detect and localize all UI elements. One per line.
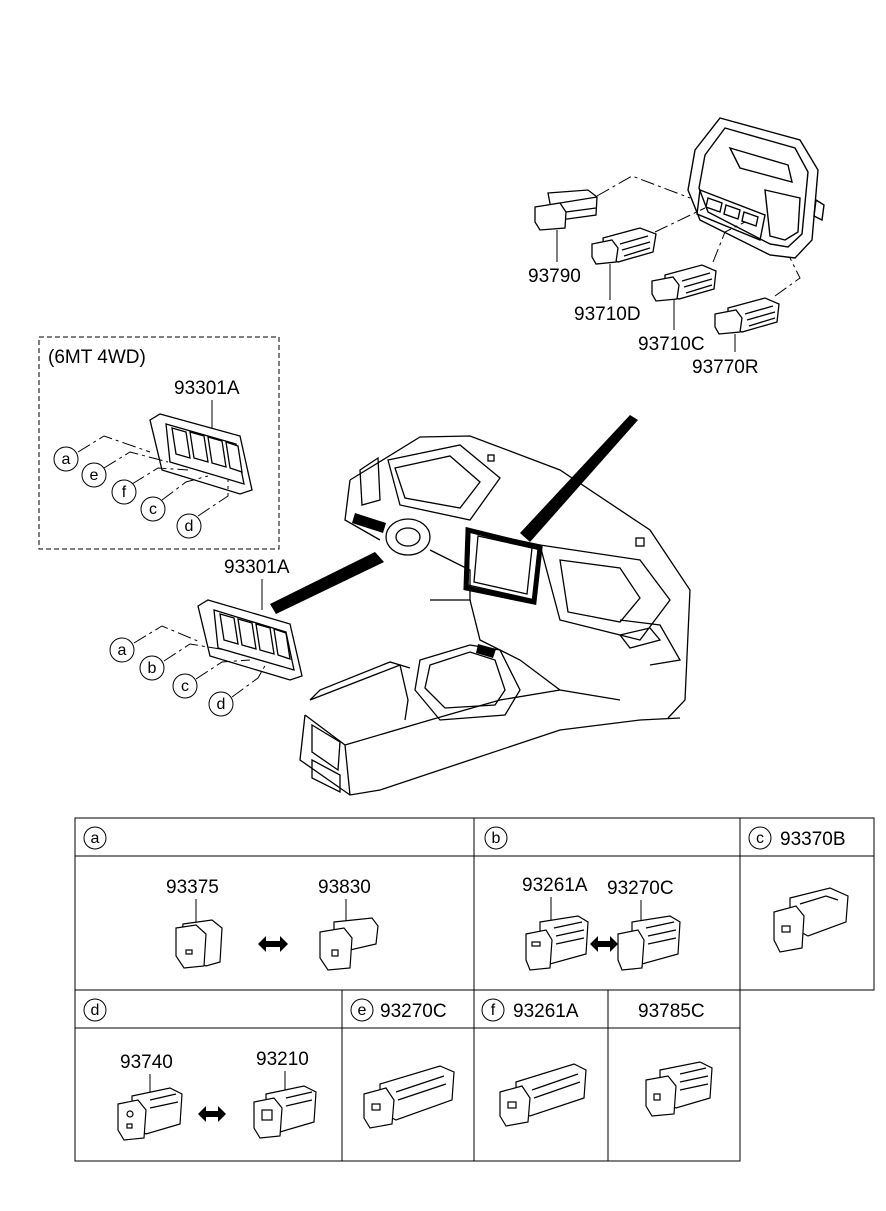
cell-b-left-switch — [525, 915, 589, 971]
main-callout-a: a — [109, 637, 135, 663]
main-part-label: 93301A — [224, 557, 290, 578]
cell-g-switch — [645, 1061, 713, 1117]
cell-e-switch — [363, 1065, 455, 1129]
variant-leader-lines — [77, 435, 229, 517]
variant-callout-f: f — [111, 479, 137, 505]
pointer-wedge-left — [270, 552, 384, 614]
pointer-wedge-right — [520, 415, 638, 542]
variant-box-frame — [38, 336, 280, 550]
cell-d-left-part: 93740 — [120, 1052, 173, 1073]
cell-a-right-part: 93830 — [318, 877, 371, 898]
cell-f-callout: f — [481, 998, 505, 1022]
cell-e-part: 93270C — [380, 1001, 447, 1022]
cell-a-right-switch — [319, 917, 379, 971]
svg-text:c: c — [149, 501, 157, 518]
main-leader-lines — [133, 625, 267, 698]
svg-text:f: f — [491, 1002, 496, 1019]
main-switch-panel-drawing — [197, 599, 303, 681]
variant-switch-panel-drawing — [149, 413, 253, 495]
cell-g-part: 93785C — [638, 1001, 705, 1022]
cell-c-switch — [773, 887, 849, 953]
variant-callout-e: e — [81, 462, 107, 488]
callout-lines-top — [556, 230, 736, 352]
fascia-highlight — [463, 526, 543, 606]
part-label-93710d: 93710D — [574, 304, 641, 325]
variant-part-label: 93301A — [174, 378, 240, 399]
cell-b-callout: b — [484, 826, 508, 850]
cell-b-swap-arrow — [590, 936, 618, 952]
variant-callout-d: d — [176, 513, 202, 539]
switch-93710d-drawing — [591, 227, 657, 265]
switch-93710c-drawing — [651, 264, 717, 302]
cell-a-swap-arrow — [258, 936, 288, 952]
cell-f-part: 93261A — [513, 1001, 579, 1022]
cell-d-callout: d — [83, 998, 107, 1022]
main-callout-c: c — [172, 673, 198, 699]
part-label-93710c: 93710C — [638, 334, 705, 355]
switch-93770r-drawing — [714, 297, 780, 335]
svg-text:e: e — [90, 467, 99, 484]
cell-f-switch — [499, 1063, 587, 1127]
svg-text:d: d — [185, 518, 194, 535]
svg-text:d: d — [91, 1002, 100, 1019]
part-label-93770r: 93770R — [692, 357, 759, 378]
cell-d-right-switch — [253, 1085, 317, 1139]
cell-b-right-switch — [617, 915, 681, 971]
parts-table-grid — [74, 817, 875, 1162]
dashboard-highlight — [352, 513, 496, 658]
svg-text:c: c — [181, 678, 189, 695]
svg-text:a: a — [62, 451, 71, 468]
svg-text:e: e — [358, 1002, 367, 1019]
cell-a-callout: a — [83, 826, 107, 850]
variant-callout-a: a — [53, 446, 79, 472]
leader-lines-top — [596, 175, 801, 297]
variant-box-title: (6MT 4WD) — [48, 347, 146, 368]
cell-d-right-part: 93210 — [256, 1049, 309, 1070]
main-callout-d: d — [208, 691, 234, 717]
svg-text:c: c — [756, 830, 764, 847]
svg-text:b: b — [492, 830, 501, 847]
center-fascia-drawing — [687, 117, 825, 259]
cell-c-callout: c — [748, 826, 772, 850]
cell-c-part: 93370B — [780, 829, 846, 850]
svg-text:a: a — [118, 642, 127, 659]
svg-text:a: a — [91, 830, 100, 847]
variant-callout-c: c — [140, 496, 166, 522]
cell-d-swap-arrow — [198, 1106, 226, 1122]
svg-text:b: b — [148, 660, 157, 677]
part-label-93790: 93790 — [528, 266, 581, 287]
cell-b-left-part: 93261A — [522, 875, 588, 896]
cell-d-left-switch — [117, 1087, 183, 1141]
cell-e-callout: e — [350, 998, 374, 1022]
svg-text:d: d — [217, 696, 226, 713]
switch-93790-drawing — [534, 189, 598, 231]
main-callout-b: b — [139, 655, 165, 681]
svg-text:f: f — [122, 484, 127, 501]
cell-a-left-part: 93375 — [166, 877, 219, 898]
cell-a-left-switch — [175, 919, 223, 969]
cell-b-right-part: 93270C — [607, 878, 674, 899]
dashboard-drawing — [299, 435, 691, 796]
